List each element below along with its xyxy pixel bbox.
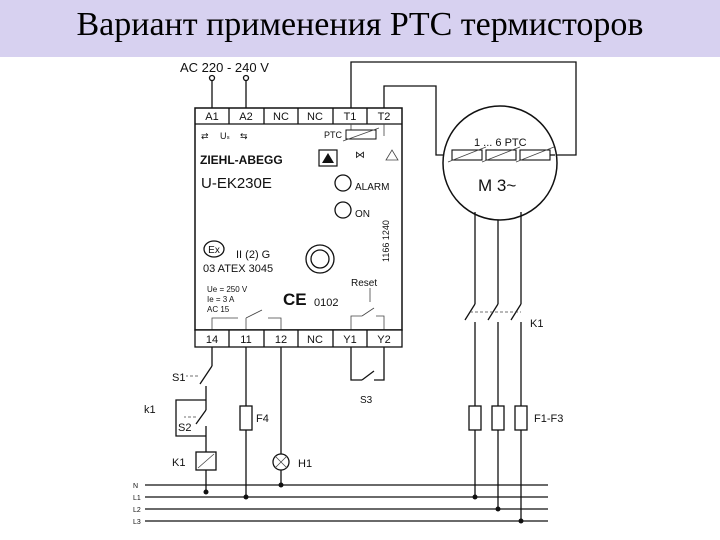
fuses-label: F1-F3 [534,413,563,425]
model-label: U-EK230E [201,175,272,192]
internal-ptc-label: PTC [324,130,343,140]
thermal-symbol: ⋈ [355,150,365,161]
k1-coil-label: K1 [172,457,185,469]
on-led [334,201,352,219]
terminal-14: 14 [206,334,218,346]
terminal-nc-2: NC [307,111,323,123]
h1-label: H1 [298,458,312,470]
h1-branch [278,347,284,488]
s2-label: S2 [178,422,191,434]
warning-icon [385,149,399,161]
page-title: Вариант применения PTC термисторов [76,6,644,43]
control-circuit [175,347,213,495]
bus-l1: L1 [133,495,141,502]
power-bus [145,484,548,522]
supply-symbol: ⇄ [201,131,209,141]
atex-cert: 03 ATEX 3045 [203,263,273,275]
motor [442,105,558,221]
fuse-f1 [468,405,482,431]
rating-ie: Ie = 3 A [207,295,235,304]
supply-label: AC 220 - 240 V [180,60,269,75]
atex-mark-icon [203,240,225,258]
on-label: ON [355,209,370,220]
k1-main-label: K1 [530,318,543,330]
terminal-y2: Y2 [377,334,390,346]
motor-ptc-sensors [447,146,555,163]
terminal-nc-1: NC [273,111,289,123]
ptc-wire-t2 [383,85,452,156]
reset-label: Reset [351,278,377,289]
f4-label: F4 [256,413,269,425]
brand-label: ZIEHL-ABEGG [200,153,283,167]
ce-number: 0102 [314,297,338,309]
atex-group: II (2) G [236,249,270,261]
terminal-a2: A2 [239,111,252,123]
motor-label: M 3~ [478,176,516,195]
terminal-t1: T1 [344,111,357,123]
us-label: Uₛ [220,131,230,141]
terminal-t2: T2 [378,111,391,123]
motor-power-lines [464,212,524,524]
ce-mark: CE [283,290,307,309]
s3-reset-switch [350,347,385,381]
supply-terminal-a1 [208,74,216,82]
bus-l2: L2 [133,507,141,514]
terminal-11: 11 [240,334,251,346]
supply-terminal-a2 [242,74,250,82]
terminal-a1: A1 [205,111,218,123]
rating-ue: Ue = 250 V [207,285,248,294]
fuse-f3 [514,405,528,431]
alarm-led [334,174,352,192]
s3-label: S3 [360,395,373,406]
reset-button[interactable] [305,244,335,274]
fuse-f2 [491,405,505,431]
ptc-wire-t1 [350,61,577,156]
atex-mark: Ex [208,245,220,256]
top-terminal-dividers [228,108,368,124]
k1-contact-label: k1 [144,404,156,416]
s1-label: S1 [172,372,185,384]
fuse-f4 [239,405,253,431]
svg-text:⇆: ⇆ [240,131,248,141]
terminal-y1: Y1 [343,334,356,346]
output-contacts [211,307,385,330]
motor-ptc-label: 1 ... 6 PTC [474,137,527,149]
title-bar [0,0,720,57]
terminal-nc-3: NC [307,334,323,346]
rating-ac: AC 15 [207,305,230,314]
terminal-12: 12 [275,334,287,346]
bus-l3: L3 [133,519,141,526]
bus-n: N [133,483,138,490]
product-code: 1166 1240 [381,220,391,262]
alarm-label: ALARM [355,182,389,193]
